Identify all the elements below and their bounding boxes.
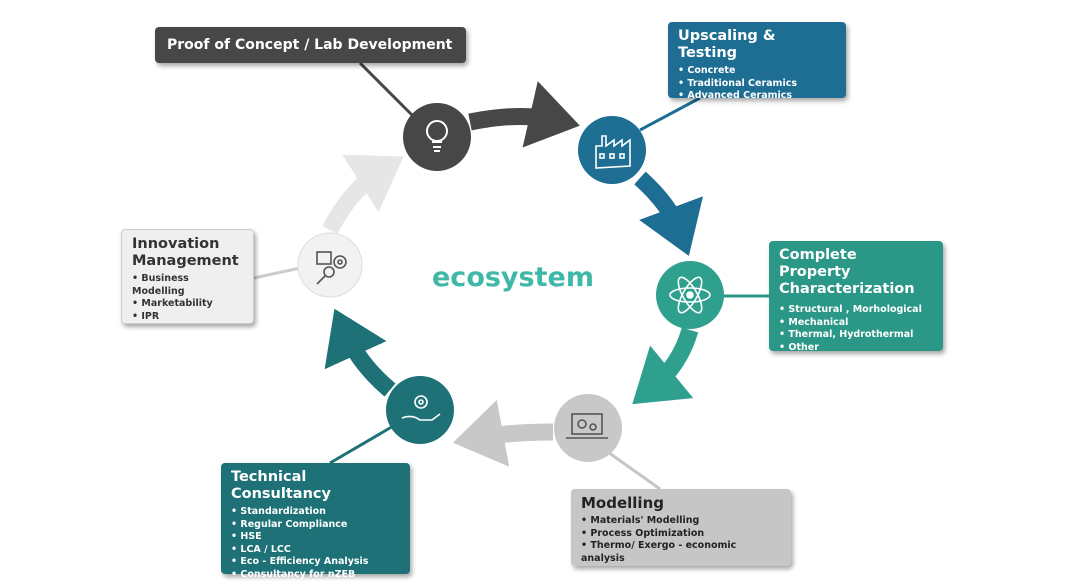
list-item: Consultancy for nZEB [231,569,400,581]
list-item: Process Optimization [581,528,781,541]
proof-of-concept-box: Proof of Concept / Lab Development [155,27,466,63]
arrow-technical-to-innovation [345,332,390,390]
list-item: Business Modelling [132,273,243,298]
center-label: ecosystem [432,262,594,293]
list-item: Advanced Ceramics [678,90,836,103]
list-item: Structural , Morhological [779,304,933,317]
property-characterization-box: Complete Property Characterization Struc… [769,241,943,351]
arrow-modelling-to-technical [478,432,553,438]
list-item: Traditional Ceramics [678,78,836,91]
modelling-box: Modelling Materials' Modelling Process O… [571,489,791,566]
list-item: Other [779,342,933,355]
list-item: Thermo/ Exergo - economic analysis [581,540,781,565]
factory-icon [578,116,646,184]
connector-technical [330,425,395,463]
list-item: IPR [132,311,243,324]
list-item: LCA / LCC [231,544,400,557]
list-item: Marketability [132,298,243,311]
arrow-upscaling-to-complete [640,178,680,232]
modelling-title: Modelling [581,495,781,512]
arrow-complete-to-modelling [652,330,690,388]
list-item: HSE [231,531,400,544]
arrow-innovation-to-proof [330,170,382,230]
innovation-title: Innovation Management [132,236,243,270]
list-item: Standardization [231,506,400,519]
upscaling-title: Upscaling & Testing [678,28,836,62]
arrow-proof-to-upscaling [470,116,555,122]
list-item: Thermal, Hydrothermal [779,329,933,342]
list-item: Eco - Efficiency Analysis [231,556,400,569]
list-item: Mechanical [779,317,933,330]
complete-title: Complete Property Characterization [779,247,933,298]
hand-gear-icon [386,376,454,444]
lightbulb-icon [403,103,471,171]
list-item: Concrete [678,65,836,78]
magnifier-gear-icon [298,233,362,297]
upscaling-box: Upscaling & Testing Concrete Traditional… [668,22,846,98]
connector-modelling [605,450,660,489]
innovation-management-box: Innovation Management Business Modelling… [121,229,254,324]
list-item: Materials' Modelling [581,515,781,528]
laptop-gears-icon [554,394,622,462]
proof-title: Proof of Concept / Lab Development [167,37,452,54]
list-item: Regular Compliance [231,519,400,532]
connector-proof [360,63,415,118]
connector-upscaling [640,98,700,130]
connector-innovation [254,268,300,278]
technical-consultancy-box: Technical Consultancy Standardization Re… [221,463,410,574]
technical-title: Technical Consultancy [231,469,400,503]
